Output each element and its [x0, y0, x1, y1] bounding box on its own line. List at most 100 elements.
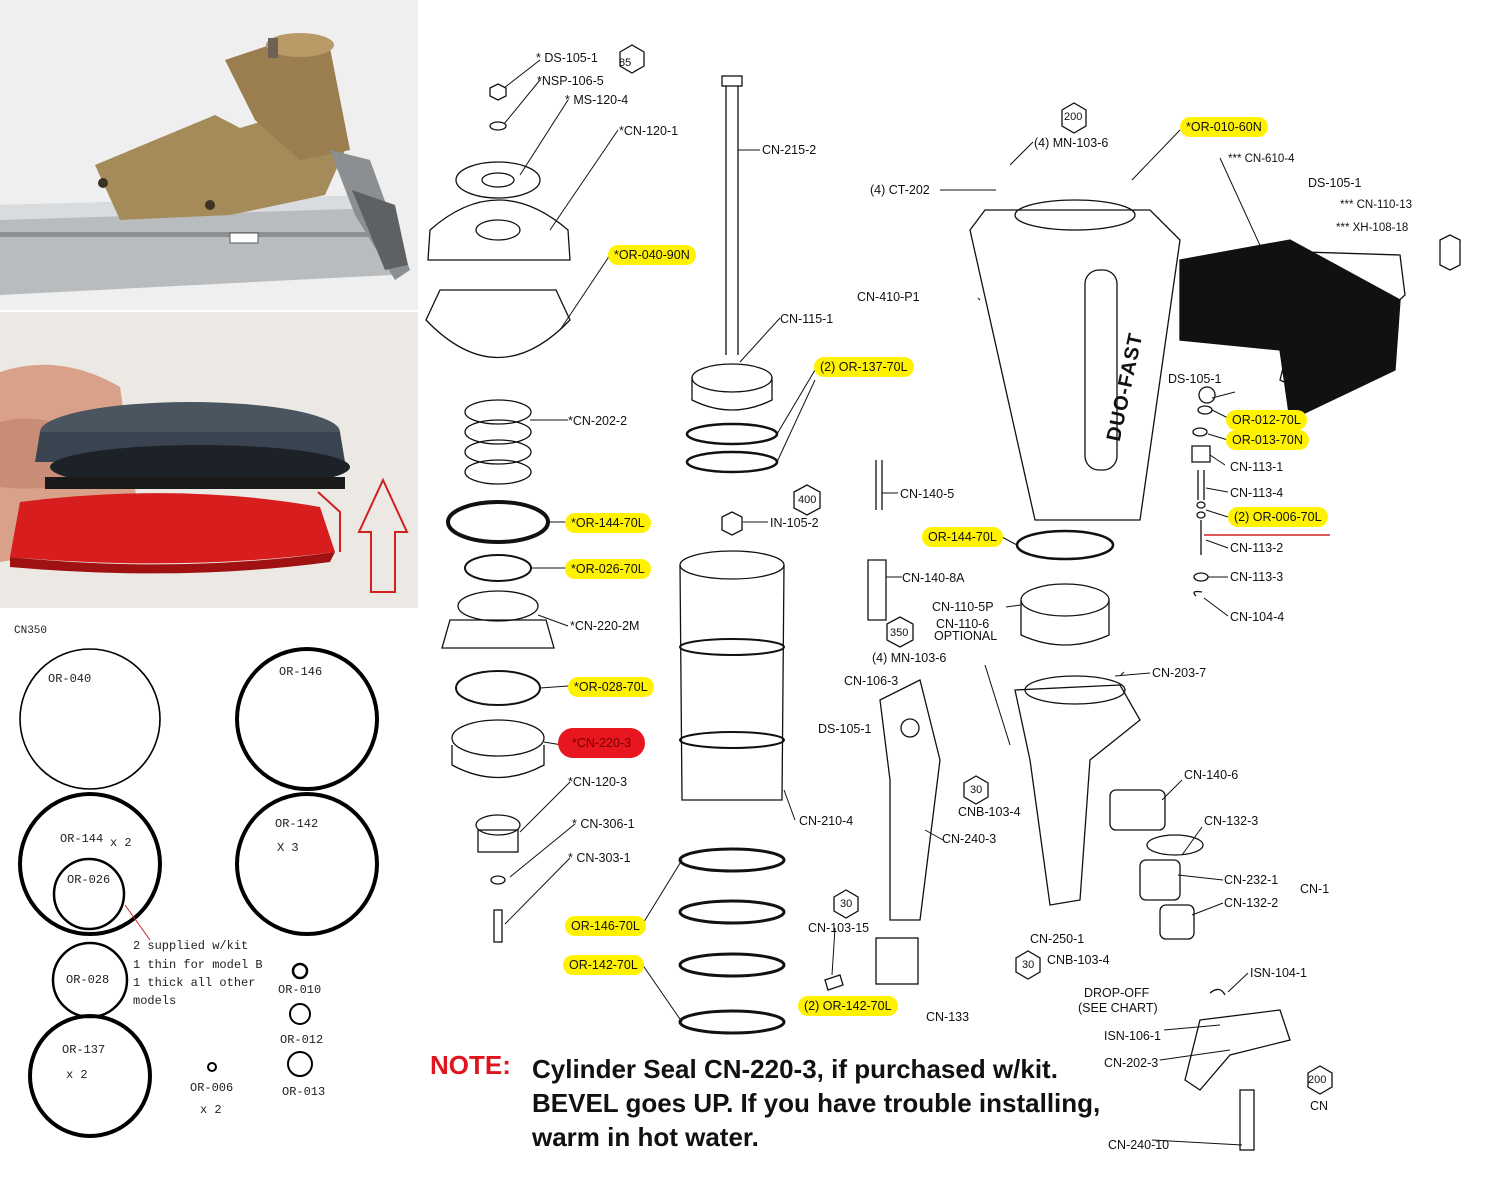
- label-cn2023: CN-202-3: [1104, 1056, 1159, 1070]
- label-cn2022: *CN-202-2: [568, 414, 628, 428]
- ring-label-or013: OR-013: [282, 1085, 326, 1099]
- label-isn1061: ISN-106-1: [1104, 1029, 1161, 1043]
- ring-label-or026: OR-026: [67, 873, 111, 887]
- label-cn1151: CN-115-1: [780, 312, 834, 326]
- label-cn2152: CN-215-2: [762, 143, 817, 157]
- chart-note-line-4: models: [133, 994, 177, 1008]
- label-cn2403: CN-240-3: [942, 832, 997, 846]
- ring-label-or028: OR-028: [66, 973, 110, 987]
- label-xh10818: *** XH-108-18: [1336, 222, 1409, 234]
- ring-qty-or137: x 2: [66, 1068, 88, 1082]
- label-cn1203: *CN-120-3: [568, 775, 628, 789]
- label-cn2203: *CN-220-3: [558, 728, 646, 758]
- label-cn410p1: CN-410-P1: [857, 290, 920, 304]
- hex-count-200-a: 200: [1064, 111, 1083, 123]
- label-cnb1034-b: CNB-103-4: [1047, 953, 1110, 967]
- label-cn1133: CN-113-3: [1230, 570, 1284, 584]
- label-or02670l: *OR-026-70L: [565, 559, 651, 579]
- label-cn1105p: CN-110-5P: [932, 600, 994, 614]
- label-mn1036-b: (4) MN-103-6: [1034, 136, 1109, 150]
- label-cn1201: *CN-120-1: [619, 124, 679, 138]
- label-or14670l: OR-146-70L: [565, 916, 646, 936]
- label-or14270l: OR-142-70L: [563, 955, 644, 975]
- ring-label-or137: OR-137: [62, 1043, 106, 1057]
- label-or14270l-2: (2) OR-142-70L: [798, 996, 898, 1016]
- hex-count-400: 400: [798, 494, 817, 506]
- label-cn1132: CN-113-2: [1230, 541, 1284, 555]
- label-cn1405: CN-140-5: [900, 487, 955, 501]
- note-heading-text: NOTE:: [430, 1050, 511, 1080]
- label-cn133: CN-133: [926, 1010, 970, 1024]
- seal-photo-graphic: [0, 312, 418, 608]
- label-cn24010: CN-240-10: [1108, 1138, 1170, 1152]
- ring-label-or144: OR-144: [60, 832, 104, 846]
- label-ds1051-d: DS-105-1: [1168, 372, 1222, 386]
- nailer-photo: [0, 0, 418, 310]
- label-cn1406: CN-140-6: [1184, 768, 1239, 782]
- hex-count-30-c: 30: [1022, 959, 1035, 971]
- chart-title: CN350: [14, 625, 48, 637]
- label-ms1204: * MS-120-4: [565, 93, 629, 107]
- label-cn1063: CN-106-3: [844, 674, 899, 688]
- hex-count-30-b: 30: [840, 898, 853, 910]
- label-cn2202m: *CN-220-2M: [570, 619, 640, 633]
- label-or14470l-a: *OR-144-70L: [565, 513, 651, 533]
- label-or02870l: *OR-028-70L: [568, 677, 654, 697]
- label-or01270l: OR-012-70L: [1226, 410, 1307, 430]
- exploded-drawing: [425, 44, 1461, 1151]
- label-cn1106: CN-110-6: [936, 617, 990, 631]
- label-or01370n: OR-013-70N: [1226, 430, 1309, 450]
- label-mn1036-a: (4) MN-103-6: [872, 651, 947, 665]
- label-ds1051-c: DS-105-1: [1308, 176, 1362, 190]
- label-in1052: IN-105-2: [770, 516, 819, 530]
- label-ds1051-b: DS-105-1: [818, 722, 872, 736]
- label-cn6104: *** CN-610-4: [1228, 153, 1295, 165]
- label-cn1: CN-1: [1300, 882, 1330, 896]
- label-cn2037: CN-203-7: [1152, 666, 1207, 680]
- label-cn3031: * CN-303-1: [568, 851, 631, 865]
- label-seechart: (SEE CHART): [1078, 1001, 1158, 1015]
- label-cn1044: CN-104-4: [1230, 610, 1285, 624]
- label-cn10315: CN-103-15: [808, 921, 870, 935]
- label-cn1131: CN-113-1: [1230, 460, 1284, 474]
- ring-label-or040: OR-040: [48, 672, 92, 686]
- seal-photo: [0, 312, 418, 608]
- ring-label-or010: OR-010: [278, 983, 322, 997]
- label-cn-last: CN: [1310, 1099, 1329, 1113]
- label-nsp1065: *NSP-106-5: [537, 74, 604, 88]
- ring-qty-or006: x 2: [200, 1103, 222, 1117]
- ring-qty-or142: X 3: [277, 841, 299, 855]
- label-or13770l: (2) OR-137-70L: [814, 357, 914, 377]
- label-cn2501: CN-250-1: [1030, 932, 1085, 946]
- ring-label-or146: OR-146: [279, 665, 323, 679]
- label-ds1051-top: * DS-105-1: [536, 51, 598, 65]
- hex-count-350: 350: [890, 627, 909, 639]
- label-or00670l: (2) OR-006-70L: [1228, 507, 1328, 527]
- hex-count-200-b: 200: [1308, 1074, 1327, 1086]
- label-cn11013: *** CN-110-13: [1340, 199, 1413, 211]
- label-or01060n: *OR-010-60N: [1180, 117, 1268, 137]
- label-cn3061: * CN-306-1: [572, 817, 635, 831]
- label-cn2321: CN-232-1: [1224, 873, 1279, 887]
- chart-note-line-3: 1 thick all other: [133, 976, 256, 990]
- note-heading: NOTE:: [430, 1048, 511, 1082]
- note-text: Cylinder Seal CN-220-3, if purchased w/k…: [532, 1054, 1101, 1152]
- label-or04090n: *OR-040-90N: [608, 245, 696, 265]
- label-ct202: (4) CT-202: [870, 183, 930, 197]
- ring-label-or142: OR-142: [275, 817, 319, 831]
- label-or14470l-b: OR-144-70L: [922, 527, 1003, 547]
- chart-note-line-2: 1 thin for model B: [133, 958, 263, 972]
- label-cnb1034-a: CNB-103-4: [958, 805, 1021, 819]
- label-dropoff: DROP-OFF: [1084, 986, 1150, 1000]
- label-optional: OPTIONAL: [934, 629, 998, 643]
- hex-count-30-a: 30: [970, 784, 983, 796]
- chart-note-line-1: 2 supplied w/kit: [133, 939, 249, 953]
- label-cn2104: CN-210-4: [799, 814, 854, 828]
- label-isn1041: ISN-104-1: [1250, 966, 1307, 980]
- label-cn1323: CN-132-3: [1204, 814, 1259, 828]
- label-cn1408a: CN-140-8A: [902, 571, 965, 585]
- label-cn1322: CN-132-2: [1224, 896, 1279, 910]
- label-cn1134: CN-113-4: [1230, 486, 1284, 500]
- ring-label-or012: OR-012: [280, 1033, 324, 1047]
